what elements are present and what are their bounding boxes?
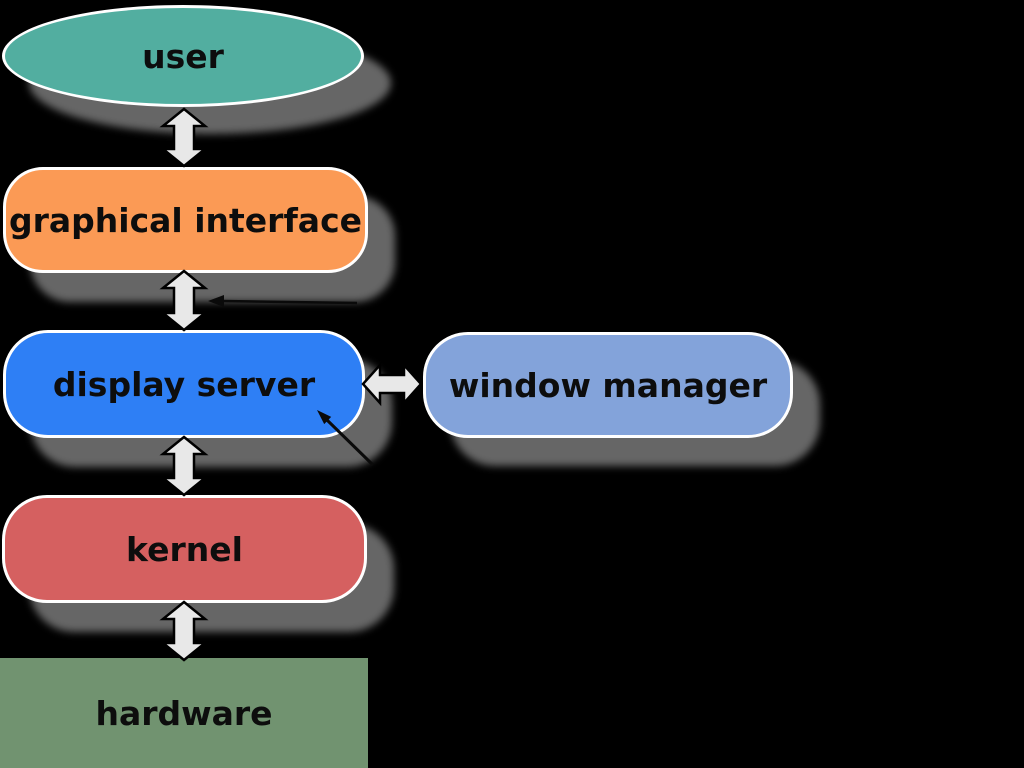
node-graphical-interface-label: graphical interface [8,200,363,240]
node-kernel: kernel [2,495,367,603]
node-hardware: hardware [0,658,368,768]
node-user: user [2,5,364,107]
node-hardware-label: hardware [95,693,273,733]
node-graphical-interface: graphical interface [3,167,368,273]
node-window-manager-label: window manager [448,365,768,405]
node-display-server: display server [3,330,365,438]
node-user-label: user [142,36,224,76]
node-kernel-label: kernel [126,529,243,569]
node-window-manager: window manager [423,332,793,438]
node-display-server-label: display server [52,364,316,404]
